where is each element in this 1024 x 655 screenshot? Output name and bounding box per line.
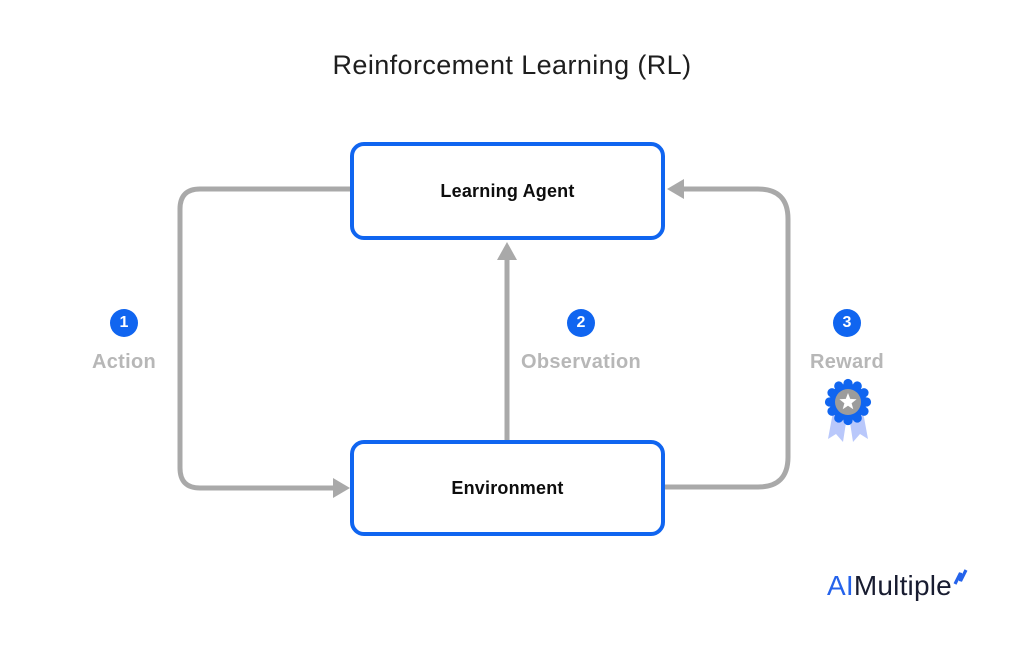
step-1-label: Action [91, 351, 157, 373]
lightning-accent-icon [953, 569, 968, 585]
step-2-badge: 2 [567, 309, 595, 337]
logo-suffix: Multiple [853, 570, 952, 601]
step-1-number: 1 [119, 314, 129, 331]
step-3-number: 3 [842, 314, 852, 331]
logo-prefix: AI [827, 570, 854, 601]
node-environment: Environment [350, 440, 665, 536]
step-3-label: Reward [809, 351, 885, 373]
observation-arrow [497, 242, 517, 441]
medal-award-icon [824, 378, 872, 442]
step-3-badge: 3 [833, 309, 861, 337]
star-icon [839, 393, 857, 410]
node-environment-label: Environment [451, 477, 564, 498]
step-2-number: 2 [576, 314, 586, 331]
step-2-label: Observation [521, 351, 641, 373]
node-learning-agent-label: Learning Agent [440, 180, 575, 201]
diagram-title: Reinforcement Learning (RL) [332, 50, 692, 80]
reward-arrow [665, 179, 791, 490]
node-learning-agent: Learning Agent [350, 142, 665, 240]
action-arrow [177, 186, 350, 498]
step-1-badge: 1 [110, 309, 138, 337]
